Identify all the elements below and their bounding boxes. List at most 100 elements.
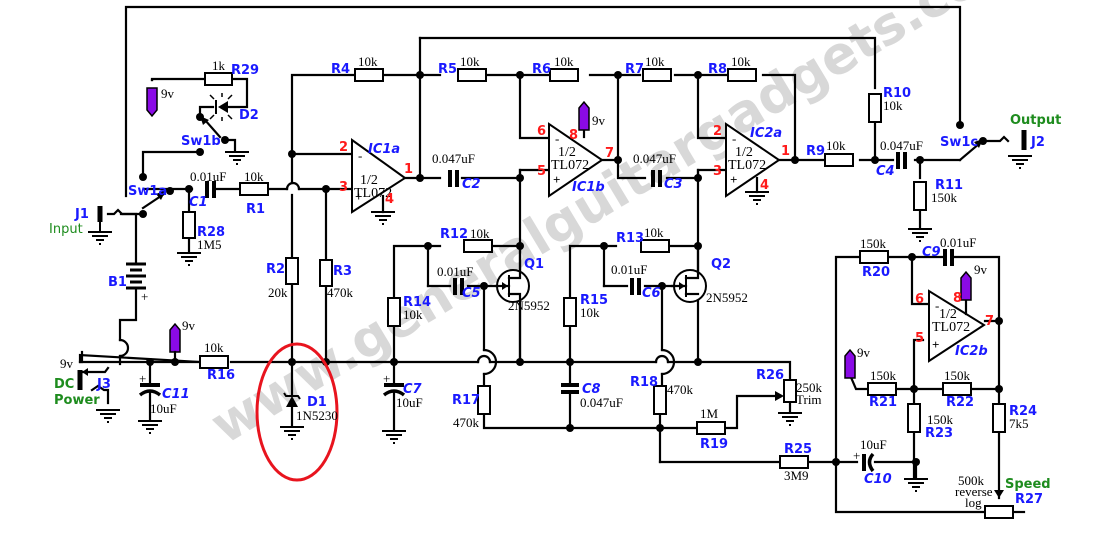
ic1b-pin7: 7 <box>605 146 614 161</box>
r8-ref: R8 <box>708 62 727 77</box>
ic2a-pin2: 2 <box>713 124 722 139</box>
supply-9v-icon <box>844 349 856 379</box>
r15-value: 10k <box>580 305 600 320</box>
svg-text:-: - <box>732 131 736 146</box>
ic1b-pin8: 8 <box>569 128 578 143</box>
c6-value: 0.01uF <box>611 262 647 277</box>
ic2b-pin8: 8 <box>953 291 962 306</box>
r27-value-1: 500k <box>958 473 985 488</box>
switch-arms <box>141 116 983 210</box>
d1-ref: D1 <box>307 395 327 410</box>
jack-j3 <box>77 368 121 424</box>
highlight-ellipse <box>255 342 339 482</box>
opamp-ic2a: - + 1/2 TL072 <box>725 122 781 206</box>
opamp-ic1a: - + 1/2 TL072 <box>351 138 407 226</box>
svg-text:TL072: TL072 <box>932 320 970 335</box>
r14-ref: R14 <box>403 295 431 310</box>
r22-ref: R22 <box>946 395 974 410</box>
led-d2 <box>209 93 233 121</box>
r12-ref: R12 <box>440 227 468 242</box>
r7-value: 10k <box>645 54 665 69</box>
r9-ref: R9 <box>806 144 825 159</box>
r27-value-3: log <box>965 495 982 510</box>
supply-label: 9v <box>592 113 606 128</box>
j2-ref: J2 <box>1030 135 1045 150</box>
c10-value: 10uF <box>860 437 887 452</box>
r16-ref: R16 <box>207 368 235 383</box>
c8-ref: C8 <box>582 382 601 397</box>
r29-ref: R29 <box>231 63 259 78</box>
r15-ref: R15 <box>580 293 608 308</box>
c2-ref: C2 <box>462 177 481 192</box>
ic1a-ref: IC1a <box>368 142 400 157</box>
c3-value: 0.047uF <box>633 151 676 166</box>
r9-value: 10k <box>826 138 846 153</box>
battery-b1 <box>126 262 146 290</box>
ic2b-pin5: 5 <box>915 331 924 346</box>
r20-value: 150k <box>860 236 887 251</box>
ic1a-pin4: 4 <box>385 192 394 207</box>
r29-value: 1k <box>212 58 226 73</box>
q1-ref: Q1 <box>524 257 544 272</box>
ic2b-ref: IC2b <box>955 344 988 359</box>
r1-value: 10k <box>244 169 264 184</box>
supply-9v-icon <box>169 323 181 353</box>
c11-ref: C11 <box>162 387 190 402</box>
c7-value: 10uF <box>396 395 423 410</box>
ic2a-pin1: 1 <box>781 144 790 159</box>
r3-ref: R3 <box>333 264 352 279</box>
svg-text:+: + <box>139 371 146 386</box>
r1-ref: R1 <box>246 202 265 217</box>
r18-ref: R18 <box>630 375 658 390</box>
opamp-ic2b: - + 1/2 TL072 <box>928 289 986 363</box>
r24-ref: R24 <box>1009 404 1037 419</box>
d2-ref: D2 <box>239 108 259 123</box>
r5-ref: R5 <box>438 62 457 77</box>
r4-ref: R4 <box>331 62 350 77</box>
ic2a-ref: IC2a <box>750 126 782 141</box>
zener-d1 <box>279 392 305 441</box>
sw1a-label: Sw1a <box>128 184 167 199</box>
c5-value: 0.01uF <box>437 264 473 279</box>
svg-text:1/2: 1/2 <box>558 145 576 160</box>
supply-label: 9v <box>161 86 175 101</box>
q2-value: 2N5952 <box>706 290 748 305</box>
r23-ref: R23 <box>925 426 953 441</box>
svg-text:-: - <box>555 131 559 146</box>
r6-value: 10k <box>554 54 574 69</box>
ic1b-pin6: 6 <box>537 124 546 139</box>
c10-ref: C10 <box>864 472 892 487</box>
r11-ref: R11 <box>935 178 963 193</box>
r19-ref: R19 <box>700 437 728 452</box>
b1-label: B1 <box>108 275 127 290</box>
ic2b-pin6: 6 <box>915 292 924 307</box>
capacitor-plates <box>140 152 954 471</box>
r26-value-1: 250k <box>796 380 823 395</box>
j3-ref: J3 <box>96 377 111 392</box>
r28-ref: R28 <box>197 225 225 240</box>
r18-value: 470k <box>667 382 694 397</box>
r19-value: 1M <box>700 406 719 421</box>
q2-ref: Q2 <box>711 257 731 272</box>
power-label: Power <box>54 393 100 408</box>
speed-label: Speed <box>1005 477 1051 492</box>
c8-value: 0.047uF <box>580 395 623 410</box>
r10-value: 10k <box>883 98 903 113</box>
c3-ref: C3 <box>664 177 683 192</box>
r11-value: 150k <box>931 190 958 205</box>
svg-text:+: + <box>553 172 560 187</box>
ic1a-pin2: 2 <box>339 140 348 155</box>
junctions <box>139 71 1003 466</box>
r3-value: 470k <box>327 285 354 300</box>
input-label: Input <box>49 222 83 237</box>
r20-ref: R20 <box>862 265 890 280</box>
r25-value: 3M9 <box>784 468 809 483</box>
r16-value: 10k <box>204 340 224 355</box>
c6-ref: C6 <box>642 286 661 301</box>
supply-label: 9v <box>182 318 196 333</box>
d1-value: 1N5230 <box>296 408 338 423</box>
r13-value: 10k <box>644 225 664 240</box>
r23-value: 150k <box>927 412 954 427</box>
r5-value: 10k <box>460 54 480 69</box>
